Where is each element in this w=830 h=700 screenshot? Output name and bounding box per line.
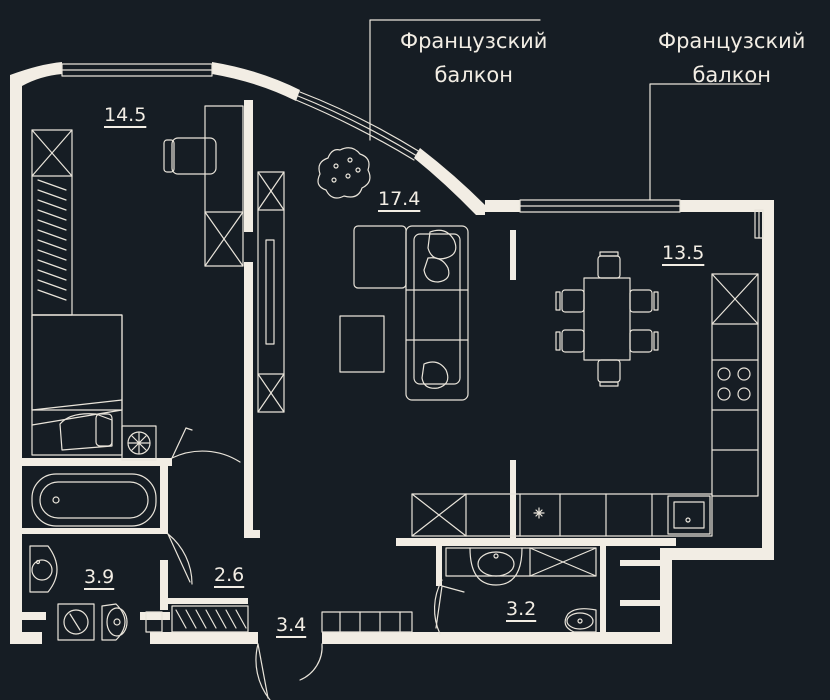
cooktop-icon [717, 367, 751, 401]
room-area-entry: 3.4 [276, 614, 307, 636]
callout-line1: Французский [400, 29, 548, 53]
room-area-bathroom: 3.9 [84, 566, 115, 588]
living-furniture [257, 147, 469, 413]
callout-line2: балкон [692, 63, 771, 87]
room-area-living: 17.4 [378, 188, 421, 210]
plant-icon [317, 147, 371, 199]
french-balcony-callout-1: Французский балкон [400, 24, 547, 92]
bedroom-furniture [31, 105, 244, 461]
room-area-bedroom: 14.5 [104, 104, 147, 126]
room-area-wc: 3.2 [506, 598, 537, 620]
windows [61, 63, 764, 239]
callout-line2: балкон [434, 63, 513, 87]
french-balcony-callout-2: Французский балкон [658, 24, 805, 92]
callout-line1: Французский [658, 29, 806, 53]
room-area-kitchen: 13.5 [662, 242, 705, 264]
washing-machine-icon [57, 603, 95, 641]
callout-leaders [369, 19, 761, 201]
kitchen-furniture [411, 251, 759, 537]
bathroom-furniture [29, 473, 163, 641]
doors [167, 427, 465, 700]
toilet-icon [101, 603, 128, 641]
room-area-hall: 2.6 [214, 564, 245, 586]
bathroom2-furniture [445, 547, 597, 633]
outer-walls [10, 62, 774, 644]
corridor-furniture [171, 605, 413, 633]
interior-walls [22, 100, 676, 636]
